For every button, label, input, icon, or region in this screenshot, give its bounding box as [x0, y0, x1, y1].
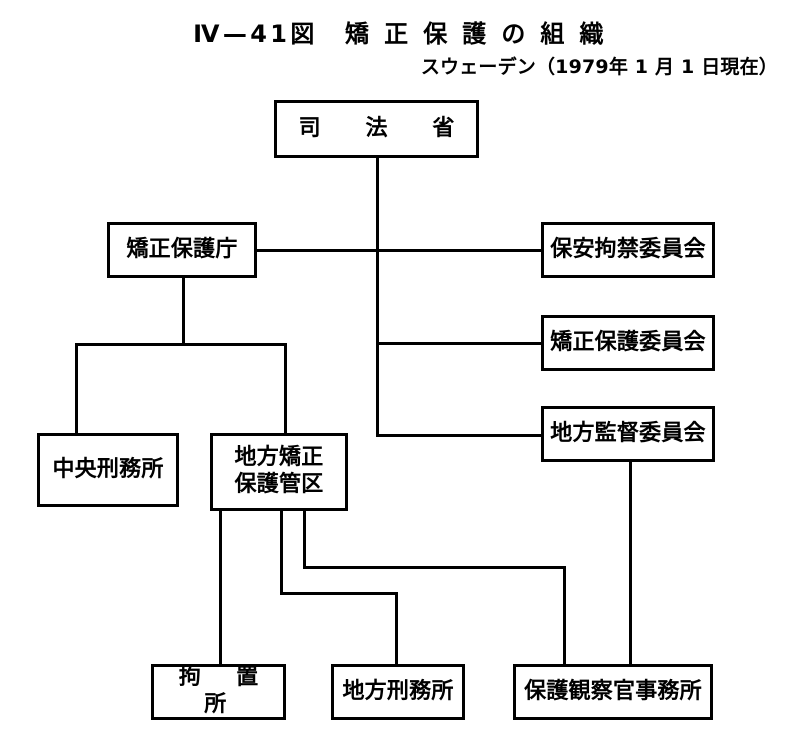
node-label: 保護観察官事務所: [524, 678, 702, 704]
node-label: 中央刑務所: [52, 456, 164, 482]
node-regional-district[interactable]: 地方矯正 保護管区: [210, 433, 348, 511]
connector-agency-stem: [182, 277, 185, 345]
node-security-detention-cmte[interactable]: 保安拘禁委員会: [541, 222, 715, 278]
node-central-prison[interactable]: 中央刑務所: [37, 433, 179, 507]
connector-agency-to-security-detention-cmte: [255, 249, 543, 252]
connector-to-regional-district: [284, 343, 287, 435]
connector-district-to-regional-prison-stem: [280, 508, 283, 595]
node-label: 矯正保護庁: [126, 236, 238, 262]
node-label: 拘 置 所: [178, 665, 294, 717]
connector-district-to-regional-prison-drop: [395, 592, 398, 665]
connector-ministry-to-correction-protection-cmte: [376, 342, 543, 345]
connector-district-to-regional-prison-jog: [280, 592, 398, 595]
node-regional-prison[interactable]: 地方刑務所: [331, 664, 465, 720]
node-label: 保安拘禁委員会: [550, 236, 706, 262]
node-label: 矯正保護委員会: [550, 329, 706, 355]
node-correction-agency[interactable]: 矯正保護庁: [107, 222, 257, 278]
node-label: 地方矯正 保護管区: [234, 445, 324, 497]
figure-title: Ⅳ—41図 矯 正 保 護 の 組 織: [193, 20, 607, 48]
connector-district-to-detention-house: [219, 508, 222, 665]
connector-district-to-probation-office-jog: [303, 566, 566, 569]
node-regional-supervision-cmte[interactable]: 地方監督委員会: [541, 406, 715, 462]
node-ministry-of-justice[interactable]: 司 法 省: [274, 100, 479, 158]
connector-district-to-probation-office-drop: [563, 566, 566, 665]
figure-subtitle: スウェーデン（1979年 1 月 1 日現在）: [420, 56, 778, 78]
node-detention-house[interactable]: 拘 置 所: [151, 664, 286, 720]
connector-ministry-trunk: [376, 155, 379, 437]
connector-regional-supervision-to-probation-office: [629, 462, 632, 665]
node-probation-office[interactable]: 保護観察官事務所: [513, 664, 713, 720]
node-label: 地方刑務所: [342, 678, 454, 704]
connector-to-central-prison: [75, 343, 78, 435]
node-label: 司 法 省: [298, 115, 466, 141]
connector-district-to-probation-office-stem: [303, 508, 306, 569]
connector-ministry-to-regional-supervision: [376, 434, 543, 437]
node-correction-protection-cmte[interactable]: 矯正保護委員会: [541, 315, 715, 371]
connector-agency-split-bar: [75, 343, 287, 346]
node-label: 地方監督委員会: [550, 420, 706, 446]
